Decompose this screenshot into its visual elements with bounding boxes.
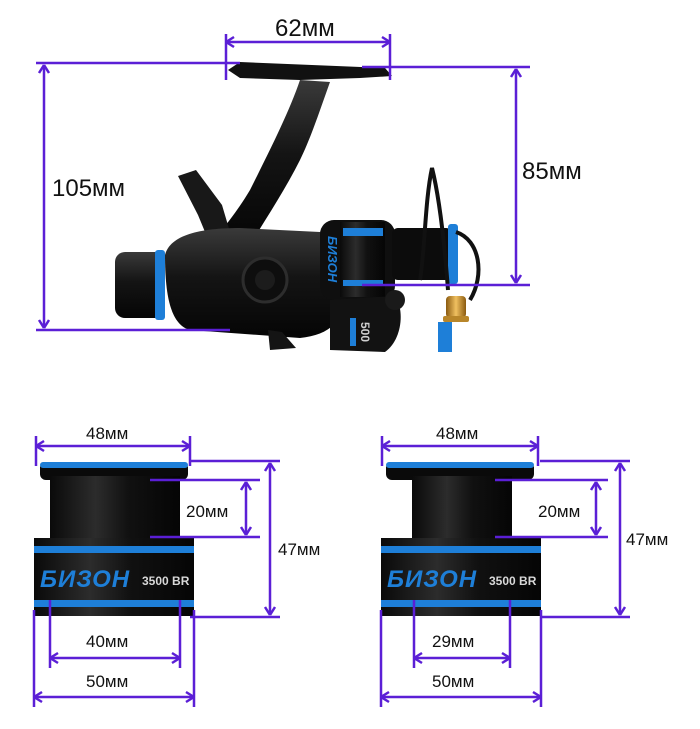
reel-handle-label: 85мм [522,158,582,185]
reel-stem [215,80,330,245]
spool-left-brand-text: БИЗОН [40,566,131,593]
side-plate [330,296,401,352]
spinning-reel [115,62,481,352]
spool-right-height-label: 47мм [626,530,669,549]
reel-width-label: 62мм [275,15,335,42]
rear-drag-knob [115,252,165,318]
spool-right-bottom-label: 50мм [432,672,475,691]
reel-height-label: 105мм [52,175,126,202]
spool-left-inner-label: 40мм [86,632,129,651]
bail-wire [418,167,450,291]
side-plate-text: 500 [358,322,372,343]
spool-left-bottom-label: 50мм [86,672,129,691]
spool-right-arbor [412,476,512,541]
spool-left-height-label: 47мм [278,540,321,559]
spare-spool-left [34,462,194,616]
spool-left-dimensions [32,436,280,707]
gold-knob [446,296,466,318]
spool-left-arbor [50,476,180,541]
reel-foot [228,62,392,80]
spare-spool-right [381,462,541,616]
rear-knob-blue-ring [155,250,165,320]
baitrunner-lever [178,170,230,244]
spool-right-inner-label: 29мм [432,632,475,651]
rotor-brand-text: БИЗОН [325,236,340,283]
spool-left-lip-label: 20мм [186,502,229,521]
spool-left-model-text: 3500 BR [142,574,190,588]
spool-left-top-label: 48мм [86,424,129,443]
spool-right-model-text: 3500 BR [489,574,537,588]
spool-right-dimensions [379,436,630,707]
reel-dimensions [36,34,530,332]
spool-right-brand-text: БИЗОН [387,566,478,593]
spool-right-lip-label: 20мм [538,502,581,521]
spool-right-top-label: 48мм [436,424,479,443]
